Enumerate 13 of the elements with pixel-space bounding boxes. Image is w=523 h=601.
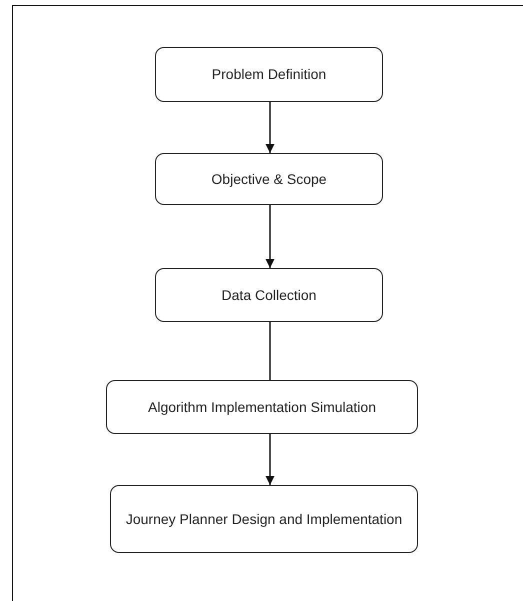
process-box [155,268,383,322]
process-box [110,485,418,553]
process-box [106,380,418,434]
process-box [155,153,383,205]
arrow [266,434,274,485]
box-label: Objective & Scope [211,170,327,188]
box-label: Journey Planner Design and Implementation [126,510,402,528]
process-box [155,47,383,102]
arrow [266,102,274,153]
box-label: Problem Definition [212,66,326,83]
arrow [266,205,274,268]
box-label: Algorithm Implementation Simulation [148,398,376,416]
box-label: Data Collection [222,286,316,304]
